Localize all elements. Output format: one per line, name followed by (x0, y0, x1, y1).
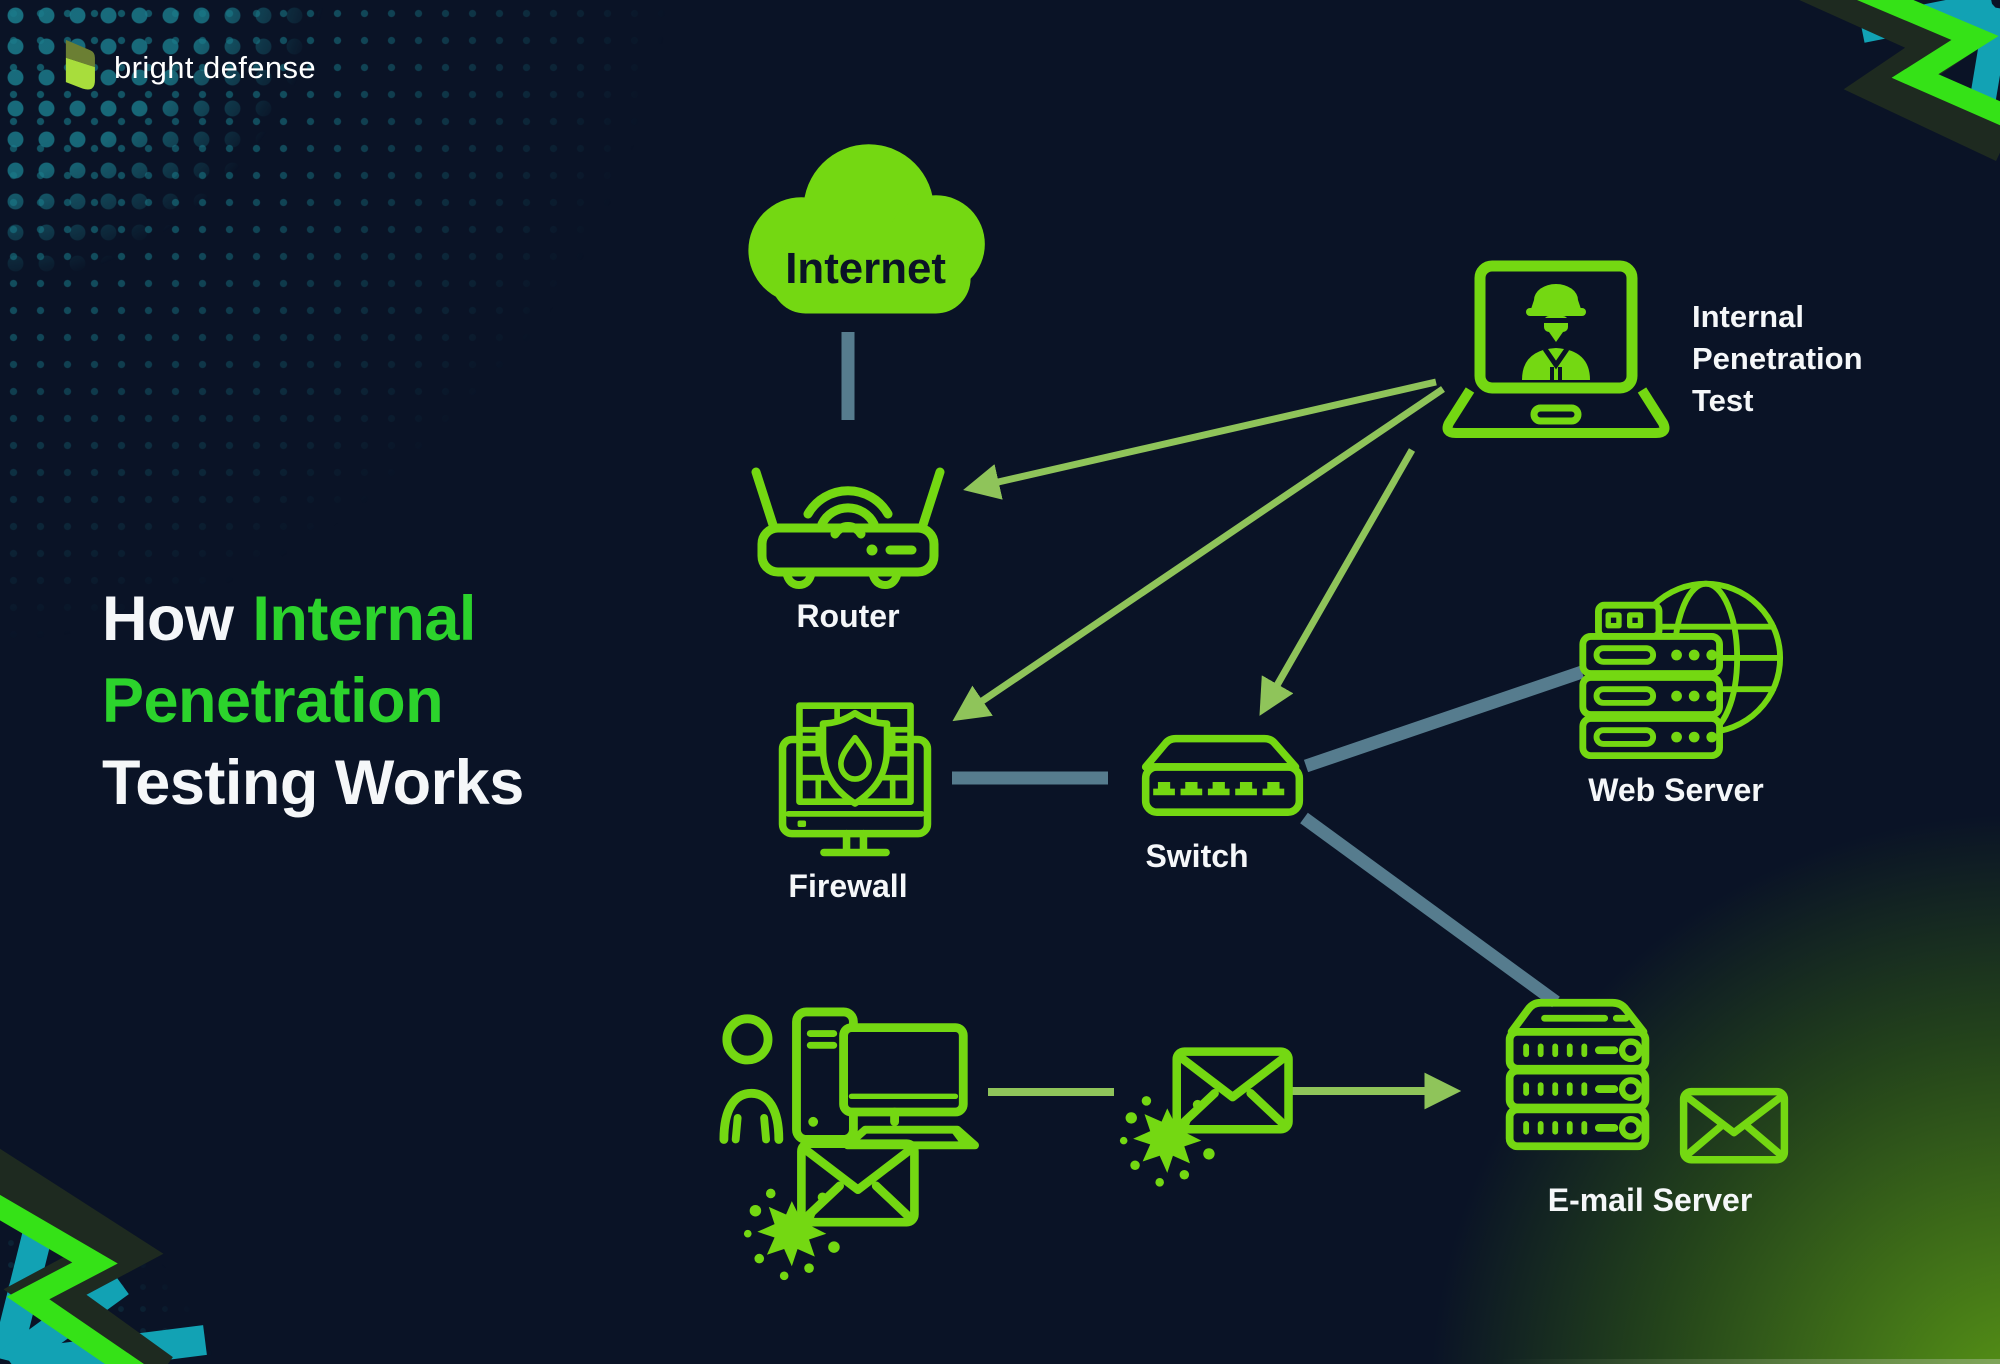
flame-icon (838, 734, 872, 782)
firewall-label: Firewall (788, 868, 908, 904)
node-router (748, 438, 948, 589)
network-switch-icon (1141, 734, 1304, 816)
node-email-server (1498, 995, 1658, 1155)
internet-label: Internet (785, 244, 946, 293)
node-switch (1140, 733, 1305, 823)
node-email-envelope (1678, 1086, 1790, 1165)
malware-envelope-icon (743, 1139, 919, 1281)
malware-splat (1119, 1096, 1215, 1187)
malware-envelope-icon (1119, 1047, 1293, 1187)
node-pentest-laptop (1428, 258, 1678, 448)
pentest-label: Internal Penetration Test (1692, 296, 1972, 422)
firewall-monitor-icon (778, 702, 932, 857)
arrow-pentest-switch (1259, 448, 1416, 716)
title-word-how: How (102, 584, 234, 654)
wifi-router-icon (751, 467, 945, 589)
bottom-edge-strip (1500, 1359, 2000, 1364)
corner-decor-top-right (1799, 0, 2000, 162)
corner-decor-bottom-left (0, 1148, 207, 1364)
node-workstation (718, 1007, 979, 1155)
web-server-label: Web Server (1588, 772, 1764, 808)
cloud-icon: Internet (748, 144, 985, 314)
server-rack (1579, 601, 1723, 760)
brand-name: bright defense (114, 50, 317, 85)
node-malware-email-transit (1118, 1044, 1298, 1196)
pentest-label-line3: Test (1692, 383, 1754, 418)
user-workstation-icon (719, 1007, 979, 1150)
switch-label: Switch (1145, 838, 1249, 874)
title-line-3: Testing Works (102, 748, 524, 818)
line-switch-webserver (1303, 665, 1585, 773)
envelope-icon (1679, 1087, 1789, 1164)
server-rack-icon (1505, 998, 1650, 1151)
brand-logo: bright defense (58, 38, 316, 98)
title-line-1: How Internal (102, 578, 524, 660)
pentest-label-line2: Penetration (1692, 341, 1863, 376)
malware-splat (743, 1188, 840, 1281)
title-word-internal: Internal (252, 584, 476, 654)
line-switch-emailserver (1300, 812, 1560, 1008)
page-title: How Internal Penetration Testing Works (102, 578, 524, 824)
email-server-label: E-mail Server (1547, 1182, 1753, 1218)
node-firewall (775, 700, 935, 865)
node-internet: Internet (728, 130, 993, 319)
node-web-server (1575, 572, 1785, 762)
globe-server-icon (1579, 580, 1784, 760)
node-malware-email-outbound (742, 1136, 924, 1289)
arrow-pentest-firewall (952, 386, 1445, 722)
brand-logo-icon (65, 39, 95, 90)
arrow-pentest-router (963, 378, 1437, 500)
pentest-label-line1: Internal (1692, 299, 1804, 334)
title-line-2: Penetration (102, 666, 444, 736)
router-label: Router (796, 598, 900, 634)
hacker-laptop-icon (1442, 260, 1670, 438)
switch-ports (1153, 782, 1285, 796)
